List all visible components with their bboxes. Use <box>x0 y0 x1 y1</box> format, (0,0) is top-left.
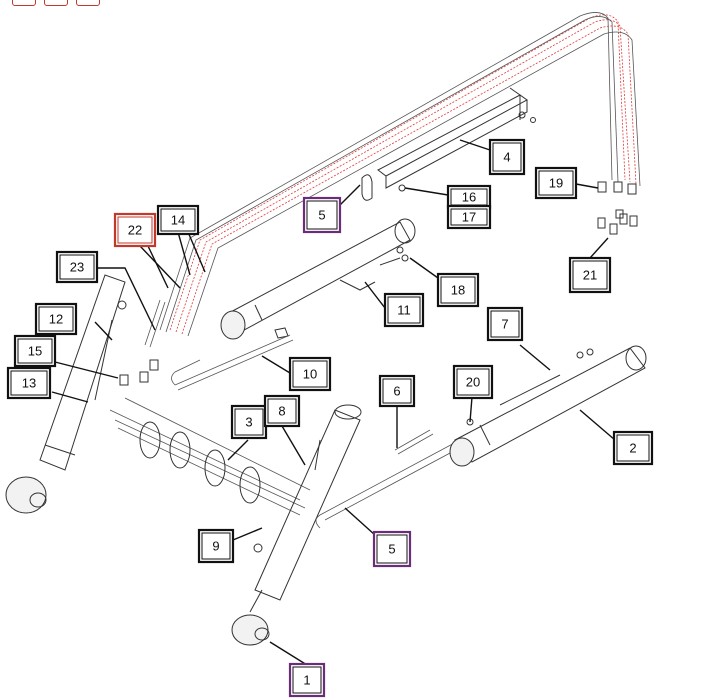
callout-18-label: 18 <box>451 283 465 298</box>
bracket-plate <box>361 87 536 201</box>
callout-2[interactable]: 2 <box>612 430 654 466</box>
callout-8-label: 8 <box>278 404 285 419</box>
callout-2-label: 2 <box>629 441 636 456</box>
callout-22[interactable]: 22 <box>113 212 157 248</box>
callout-9-label: 9 <box>212 539 219 554</box>
callout-15-label: 15 <box>28 344 42 359</box>
callout-15[interactable]: 15 <box>13 334 57 368</box>
callout-10[interactable]: 10 <box>288 356 332 392</box>
callout-8[interactable]: 8 <box>263 394 301 428</box>
hose-10 <box>171 334 294 391</box>
callout-4-label: 4 <box>503 150 510 165</box>
callout-21-label: 21 <box>583 268 597 283</box>
callout-17[interactable]: 17 <box>446 204 492 230</box>
callout-10-label: 10 <box>303 367 317 382</box>
callout-22-label: 22 <box>128 223 142 238</box>
toolbar-button-2[interactable] <box>44 0 68 6</box>
clamped-hose-bundle <box>109 397 311 516</box>
callout-20[interactable]: 20 <box>452 364 494 400</box>
hose-5-lower <box>315 439 466 529</box>
callout-18[interactable]: 18 <box>436 272 480 308</box>
callout-12[interactable]: 12 <box>34 302 78 336</box>
fittings-group <box>597 181 638 235</box>
callout-7[interactable]: 7 <box>486 306 524 342</box>
callout-11[interactable]: 11 <box>383 292 425 328</box>
callout-6[interactable]: 6 <box>378 374 416 408</box>
callout-5-lower-label: 5 <box>388 542 395 557</box>
callout-14[interactable]: 14 <box>156 204 200 236</box>
callout-23-label: 23 <box>70 260 84 275</box>
callout-16-label: 16 <box>462 190 476 205</box>
hose-6 <box>394 429 434 455</box>
cylinder-lower <box>231 404 362 646</box>
long-hose-bundle <box>159 12 641 337</box>
leader-lines <box>51 139 616 666</box>
callout-5-upper[interactable]: 5 <box>302 196 342 234</box>
callout-19-label: 19 <box>549 176 563 191</box>
callout-9[interactable]: 9 <box>197 528 235 564</box>
callout-5-upper-label: 5 <box>318 208 325 223</box>
callout-21[interactable]: 21 <box>568 256 612 294</box>
callout-5-lower[interactable]: 5 <box>372 530 412 568</box>
parts-drawing <box>5 12 647 646</box>
callout-13[interactable]: 13 <box>6 366 52 400</box>
callout-1[interactable]: 1 <box>288 662 326 698</box>
callout-20-label: 20 <box>466 375 480 390</box>
cylinder-upper <box>220 218 416 340</box>
callout-13-label: 13 <box>22 376 36 391</box>
callout-11-label: 11 <box>397 303 411 318</box>
callout-16[interactable]: 16 <box>446 184 492 210</box>
callout-6-label: 6 <box>393 384 400 399</box>
callout-19[interactable]: 19 <box>534 166 578 200</box>
callout-14-label: 14 <box>171 213 185 228</box>
callout-3-label: 3 <box>245 415 252 430</box>
fittings-left <box>119 299 166 386</box>
toolbar-button-1[interactable] <box>12 0 36 6</box>
callout-1-label: 1 <box>303 673 310 688</box>
cylinder-right <box>449 345 647 467</box>
callout-4[interactable]: 4 <box>488 138 526 176</box>
callout-12-label: 12 <box>49 312 63 327</box>
callout-7-label: 7 <box>501 317 508 332</box>
callout-3[interactable]: 3 <box>230 404 268 440</box>
callout-17-label: 17 <box>462 210 476 225</box>
toolbar-button-3[interactable] <box>76 0 100 6</box>
cylinder-left <box>5 274 127 514</box>
callout-23[interactable]: 23 <box>55 250 99 284</box>
